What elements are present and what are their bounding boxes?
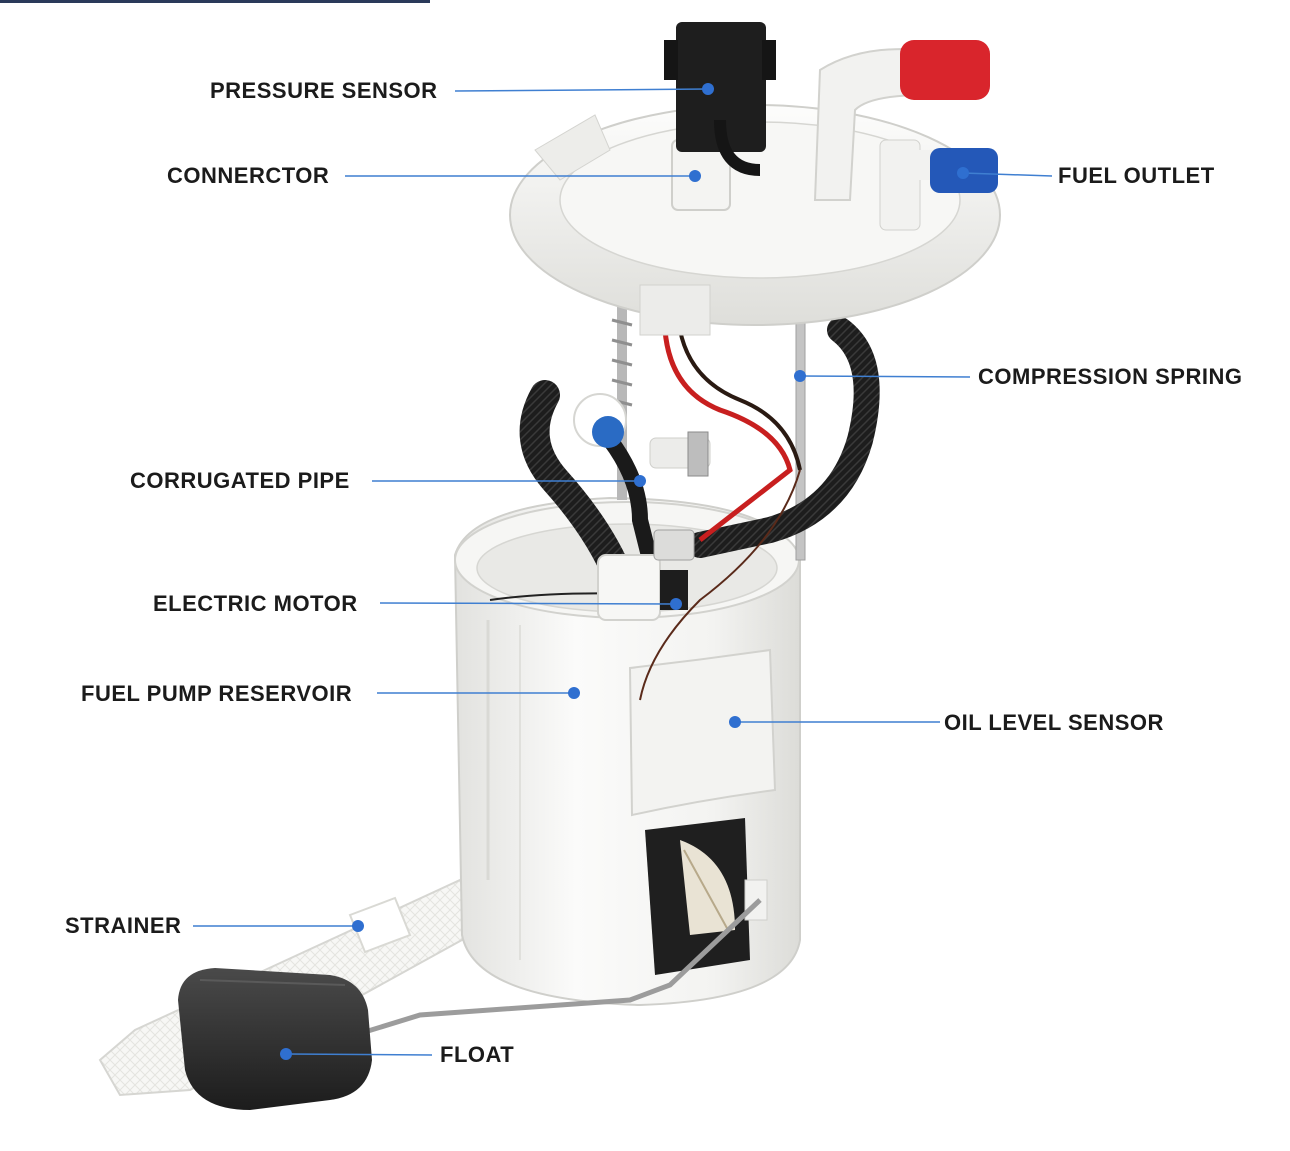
leader-fuel-outlet [962,172,1053,177]
dot-electric-motor [670,598,682,610]
callout-dots [280,83,969,1060]
label-strainer: STRAINER [65,913,182,938]
leader-pressure-sensor [454,88,709,92]
reservoir-body [453,496,801,1007]
braided-hose-left [519,380,635,595]
label-fuel-outlet: FUEL OUTLET [1058,163,1215,188]
label-electric-motor: ELECTRIC MOTOR [153,591,358,616]
leader-compression-spring [799,375,971,378]
dot-connector [689,170,701,182]
dot-float [280,1048,292,1060]
wires [489,329,802,701]
label-corrugated-pipe: CORRUGATED PIPE [130,468,350,493]
top-edge-bar [0,0,430,3]
label-oil-level-sensor: OIL LEVEL SENSOR [944,710,1164,735]
top-cap [509,22,1001,336]
leader-float [285,1053,433,1056]
label-float: FLOAT [440,1042,515,1067]
dot-corrugated-pipe [634,475,646,487]
braided-hose-right [687,317,880,558]
float-part [178,968,372,1110]
leader-lines [193,88,1053,1056]
label-pressure-sensor: PRESSURE SENSOR [210,78,438,103]
dot-fuel-outlet [957,167,969,179]
leader-electric-motor [379,602,677,605]
dot-compression-spring [794,370,806,382]
label-fuel-pump-reservoir: FUEL PUMP RESERVOIR [81,681,353,706]
dot-pressure-sensor [702,83,714,95]
dot-fuel-pump-reservoir [568,687,580,699]
label-compression-spring: COMPRESSION SPRING [978,364,1243,389]
dot-oil-level-sensor [729,716,741,728]
corrugated-pipe-part [573,393,711,562]
label-connector: CONNERCTOR [167,163,330,188]
float-arm [289,898,762,1058]
dot-strainer [352,920,364,932]
